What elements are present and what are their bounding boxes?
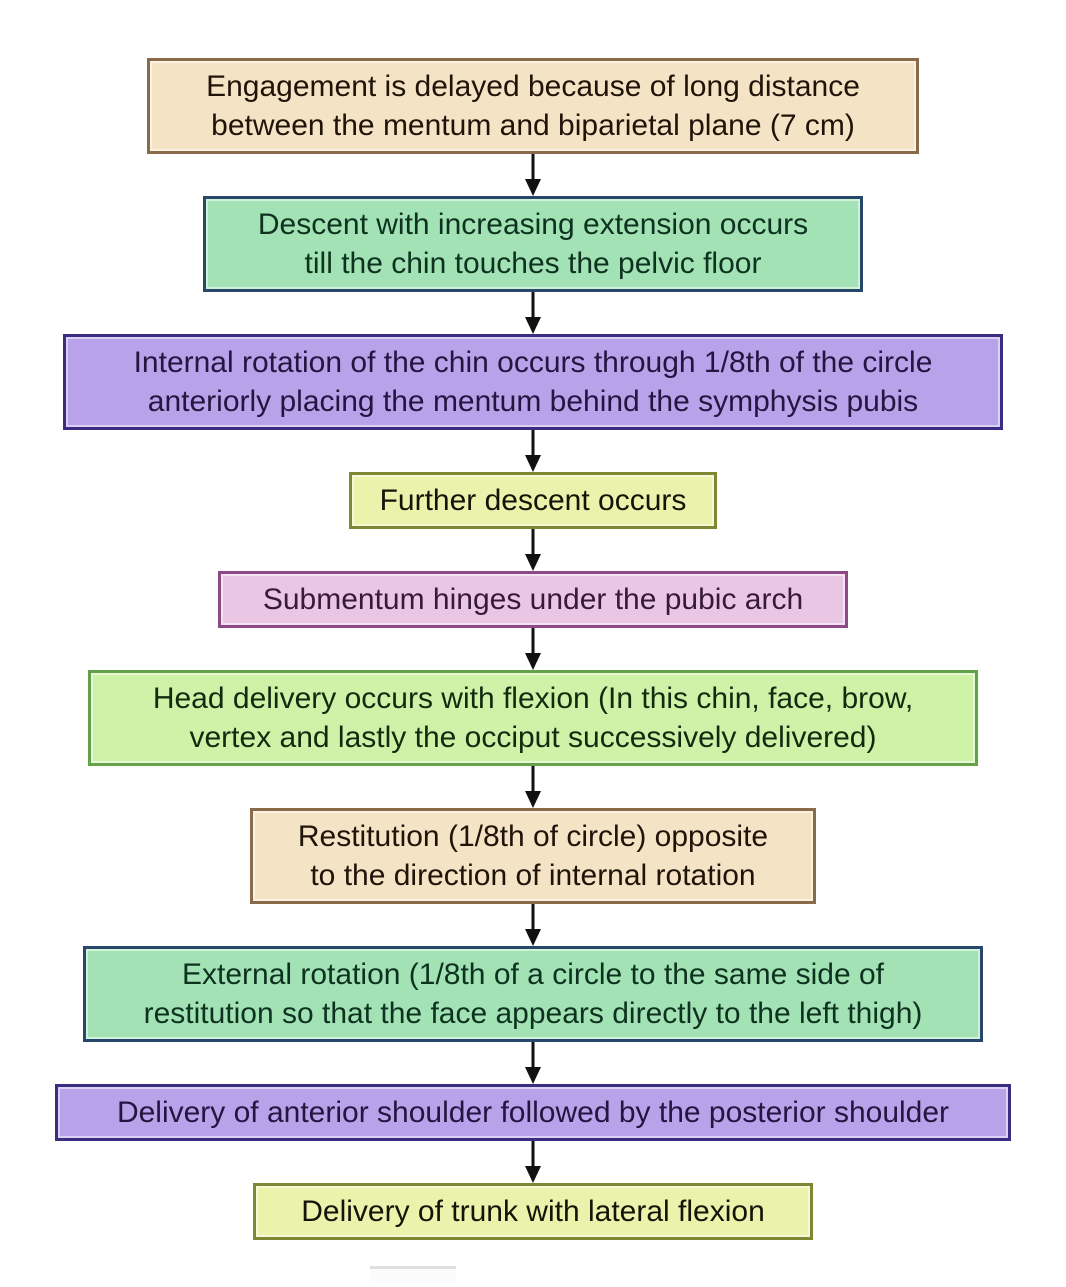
down-arrow-icon (522, 292, 544, 334)
down-arrow-icon (522, 904, 544, 946)
down-arrow-icon (522, 1141, 544, 1183)
down-arrow-icon (522, 628, 544, 670)
step-head-delivery: Head delivery occurs with flexion (In th… (88, 670, 978, 766)
cutoff-box-fragment (370, 1266, 456, 1283)
step-shoulder-delivery: Delivery of anterior shoulder followed b… (55, 1084, 1011, 1141)
step-trunk-delivery: Delivery of trunk with lateral flexion (253, 1183, 813, 1240)
down-arrow-icon (522, 529, 544, 571)
down-arrow-icon (522, 1042, 544, 1084)
step-restitution: Restitution (1/8th of circle) opposite t… (250, 808, 816, 904)
step-submentum-hinges: Submentum hinges under the pubic arch (218, 571, 848, 628)
down-arrow-icon (522, 766, 544, 808)
step-descent-extension: Descent with increasing extension occurs… (203, 196, 863, 292)
step-further-descent: Further descent occurs (349, 472, 717, 529)
step-internal-rotation: Internal rotation of the chin occurs thr… (63, 334, 1003, 430)
down-arrow-icon (522, 430, 544, 472)
step-engagement-delayed: Engagement is delayed because of long di… (147, 58, 919, 154)
down-arrow-icon (522, 154, 544, 196)
step-external-rotation: External rotation (1/8th of a circle to … (83, 946, 983, 1042)
